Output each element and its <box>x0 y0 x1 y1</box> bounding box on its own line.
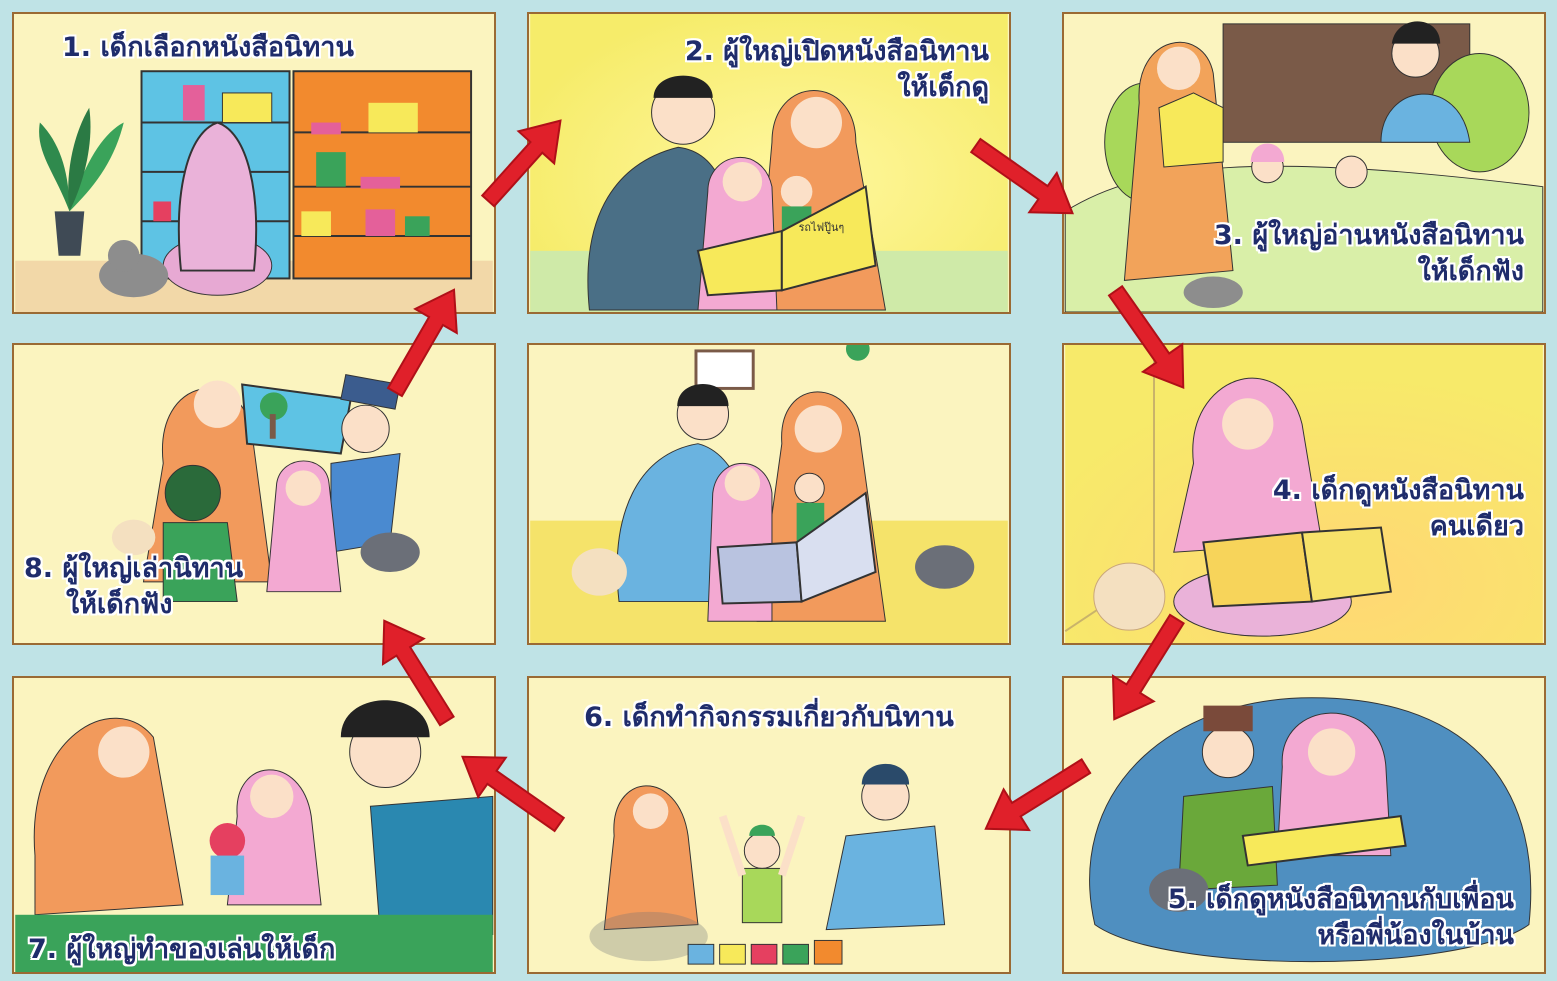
panel-step-7: 7. ผู้ใหญ่ทำของเล่นให้เด็ก <box>12 676 496 974</box>
arrow-step1-to-step2 <box>480 119 562 208</box>
arrow-step8-to-step1 <box>386 288 458 398</box>
panel-step-5: 5. เด็กดูหนังสือนิทานกับเพื่อน หรือพี่น้… <box>1062 676 1546 974</box>
scene-adult-tells-story <box>15 345 493 643</box>
plant-icon <box>39 107 124 256</box>
scene-adults-open-book: รถไฟปู๊นๆ <box>530 14 1008 312</box>
scene-children-read-together <box>1065 678 1543 972</box>
panel-step-8: 8. ผู้ใหญ่เล่านิทาน ให้เด็กฟัง <box>12 343 496 645</box>
scene-adult-makes-toy <box>15 678 494 972</box>
step-1-label: 1. เด็กเลือกหนังสือนิทาน <box>62 32 354 63</box>
arrow-step5-to-step6 <box>984 758 1092 832</box>
scene-adult-reads-aloud <box>1064 14 1544 312</box>
cat-icon <box>99 239 169 298</box>
arrow-step4-to-step5 <box>1111 613 1185 721</box>
scene-child-reads-alone <box>1064 345 1543 643</box>
book-icon: รถไฟปู๊นๆ <box>696 185 877 297</box>
arrow-step2-to-step3 <box>969 137 1074 215</box>
step-2-label: 2. ผู้ใหญ่เปิดหนังสือนิทาน ให้เด็กดู <box>684 36 989 103</box>
toy-train-icon <box>687 939 843 965</box>
book-icon <box>1241 815 1407 867</box>
panel-step-6: 6. เด็กทำกิจกรรมเกี่ยวกับนิทาน <box>527 676 1011 974</box>
step-3-label: 3. ผู้ใหญ่อ่านหนังสือนิทาน ให้เด็กฟัง <box>1213 220 1524 287</box>
arrow-step6-to-step7 <box>461 755 566 833</box>
toy-doll-icon <box>209 823 246 896</box>
panel-step-2: รถไฟปู๊นๆ 2. ผู้ใหญ่เปิดหนังสือนิทาน ให้… <box>527 12 1011 314</box>
arrow-step7-to-step8 <box>381 619 455 727</box>
book-icon <box>1202 526 1392 608</box>
scene-child-choosing-book <box>15 14 493 312</box>
step-4-label: 4. เด็กดูหนังสือนิทาน คนเดียว <box>1272 475 1524 542</box>
panel-step-4: 4. เด็กดูหนังสือนิทาน คนเดียว <box>1062 343 1546 645</box>
scene-child-activity <box>530 678 1008 972</box>
step-6-label: 6. เด็กทำกิจกรรมเกี่ยวกับนิทาน <box>584 702 954 733</box>
book-icon <box>241 383 352 455</box>
step-8-label: 8. ผู้ใหญ่เล่านิทาน ให้เด็กฟัง <box>24 553 244 620</box>
panel-center-family-reading <box>527 343 1011 645</box>
panel-step-1: 1. เด็กเลือกหนังสือนิทาน <box>12 12 496 314</box>
panel-step-3: 3. ผู้ใหญ่อ่านหนังสือนิทาน ให้เด็กฟัง <box>1062 12 1546 314</box>
scene-family-reading-together <box>530 345 1008 643</box>
step-7-label: 7. ผู้ใหญ่ทำของเล่นให้เด็ก <box>28 934 336 965</box>
arrow-step3-to-step4 <box>1107 284 1185 389</box>
book-icon <box>716 491 877 605</box>
step-5-label: 5. เด็กดูหนังสือนิทานกับเพื่อน หรือพี่น้… <box>1167 884 1514 951</box>
book-cover-title: รถไฟปู๊นๆ <box>799 221 845 234</box>
